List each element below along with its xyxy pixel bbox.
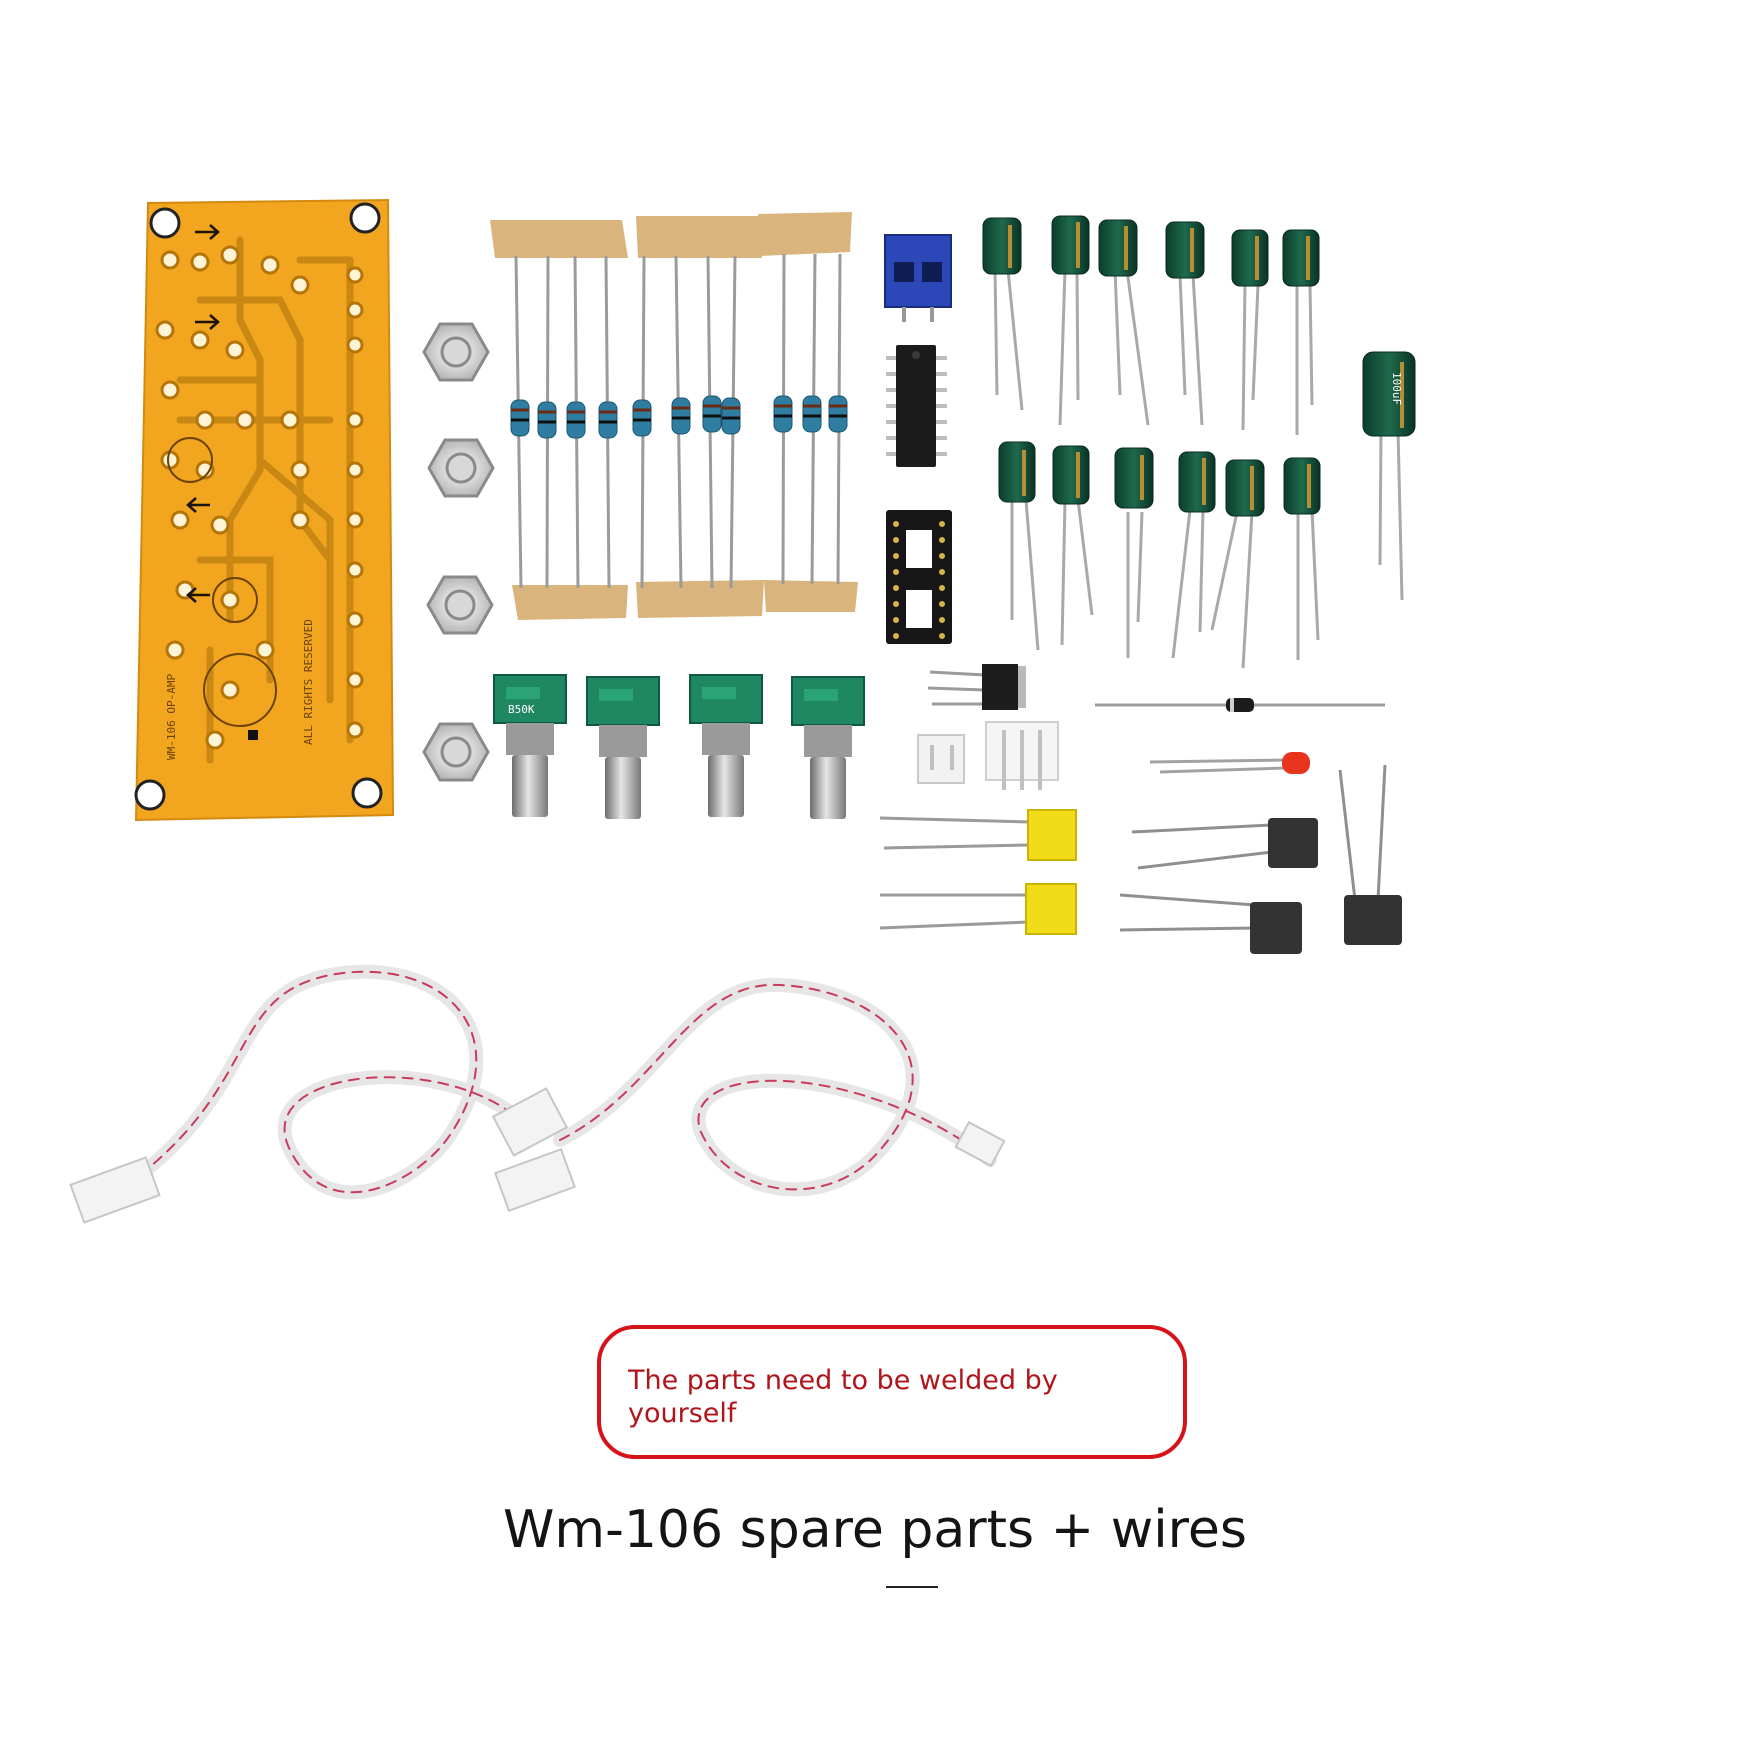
electrolytic-capacitors: 100uF — [982, 215, 1416, 669]
led — [1149, 752, 1310, 774]
pcb-silkscreen-rights: ALL RIGHTS RESERVED — [302, 619, 315, 745]
welding-notice-text: The parts need to be welded by yourself — [628, 1365, 1058, 1429]
transistors — [1119, 764, 1402, 954]
pcb-silkscreen-model: WM-106 OP-AMP — [165, 674, 178, 760]
screw-terminal — [884, 234, 952, 322]
cables — [69, 964, 1006, 1224]
voltage-regulator — [927, 664, 1026, 710]
diode — [1095, 698, 1385, 712]
welding-notice: The parts need to be welded by yourself — [597, 1325, 1187, 1459]
product-caption: Wm-106 spare parts + wires — [503, 1500, 1247, 1560]
pin-headers — [917, 721, 1059, 790]
resistors — [490, 212, 858, 620]
capacitor-marking: 100uF — [1390, 372, 1403, 405]
potentiometers: B50K — [493, 674, 865, 819]
film-capacitors — [879, 809, 1077, 935]
ic-socket — [886, 510, 952, 644]
caption-underline — [886, 1586, 938, 1588]
potentiometer-marking: B50K — [508, 703, 535, 716]
ic-chip — [886, 345, 947, 467]
hex-nuts — [422, 322, 495, 782]
pcb-board: ALL RIGHTS RESERVED WM-106 OP-AMP — [134, 198, 395, 822]
